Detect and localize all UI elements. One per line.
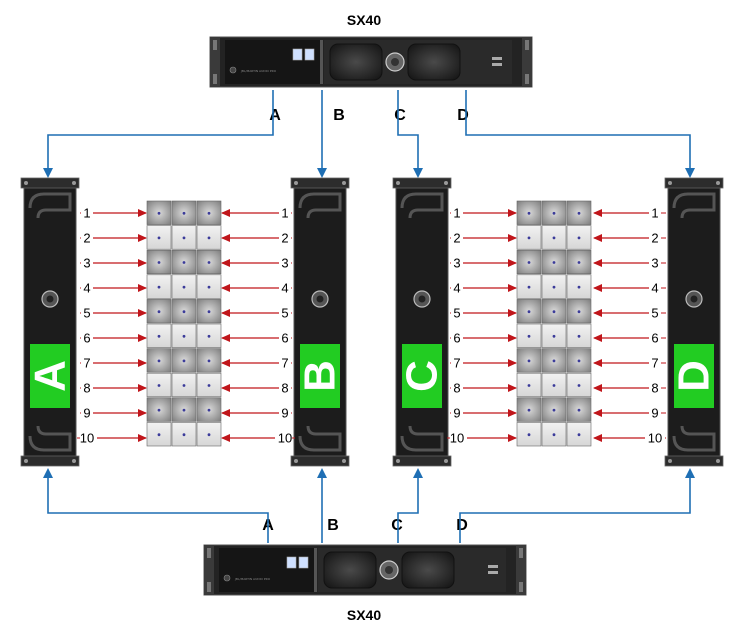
rack-group: A B C D bbox=[20, 177, 724, 467]
amp-top-out-b: B bbox=[333, 107, 345, 124]
channel-label: 7 bbox=[453, 356, 460, 371]
amp-top-title: SX40 bbox=[347, 12, 381, 28]
channel-label: 10 bbox=[278, 431, 292, 446]
channel-lane-c: 1 2 3 4 5 6 7 8 9 10 bbox=[447, 206, 517, 446]
rack-b-label: B bbox=[296, 360, 345, 392]
amp-bottom-brand: JBL/MARTIN AUDIO PRO bbox=[234, 577, 271, 581]
channel-label: 10 bbox=[450, 431, 464, 446]
channel-label: 10 bbox=[80, 431, 94, 446]
channel-label: 2 bbox=[83, 231, 90, 246]
rack-a-label-panel bbox=[30, 344, 70, 408]
link-bottom-d bbox=[459, 468, 695, 543]
channel-label: 2 bbox=[281, 231, 288, 246]
amp-bottom-display-icon bbox=[286, 556, 297, 569]
rack-d: D bbox=[664, 177, 724, 467]
channel-label: 4 bbox=[453, 281, 460, 296]
channel-label: 5 bbox=[83, 306, 90, 321]
channel-label: 5 bbox=[281, 306, 288, 321]
channel-label: 4 bbox=[83, 281, 90, 296]
link-top-c bbox=[397, 90, 423, 178]
rack-b: B bbox=[290, 177, 350, 467]
channel-label: 9 bbox=[83, 406, 90, 421]
rack-d-label-panel bbox=[674, 344, 714, 408]
link-bottom-a bbox=[43, 468, 269, 543]
rack-d-label: D bbox=[670, 360, 719, 392]
channel-label: 9 bbox=[281, 406, 288, 421]
channel-label: 6 bbox=[651, 331, 658, 346]
rack-a-label: A bbox=[26, 360, 75, 392]
channel-label: 6 bbox=[281, 331, 288, 346]
link-top-d bbox=[465, 90, 695, 178]
rack-c-label: C bbox=[398, 360, 447, 392]
channel-label: 7 bbox=[651, 356, 658, 371]
rack-c-label-panel bbox=[402, 344, 442, 408]
channel-label: 3 bbox=[83, 256, 90, 271]
channel-lane-a: 1 2 3 4 5 6 7 8 9 10 bbox=[77, 206, 147, 446]
amp-top-out-c: C bbox=[394, 107, 406, 124]
channel-label: 1 bbox=[453, 206, 460, 221]
amp-top-display-icon bbox=[292, 48, 303, 61]
amp-bottom-out-d: D bbox=[456, 517, 468, 534]
channel-label: 2 bbox=[453, 231, 460, 246]
channel-label: 1 bbox=[83, 206, 90, 221]
amp-bottom-title: SX40 bbox=[347, 607, 381, 623]
channel-label: 4 bbox=[651, 281, 658, 296]
channel-label: 2 bbox=[651, 231, 658, 246]
channel-label: 3 bbox=[453, 256, 460, 271]
channel-label: 8 bbox=[453, 381, 460, 396]
amp-bottom-out-b: B bbox=[327, 517, 339, 534]
channel-label: 5 bbox=[453, 306, 460, 321]
channel-label: 1 bbox=[281, 206, 288, 221]
channel-label: 1 bbox=[651, 206, 658, 221]
channel-label: 7 bbox=[281, 356, 288, 371]
rack-c: C bbox=[392, 177, 452, 467]
channel-label: 8 bbox=[83, 381, 90, 396]
channel-label: 6 bbox=[83, 331, 90, 346]
amp-bottom: JBL/MARTIN AUDIO PRO bbox=[203, 544, 527, 596]
cell-grid-left bbox=[146, 200, 222, 447]
link-bottom-c bbox=[397, 468, 423, 543]
channel-label: 3 bbox=[281, 256, 288, 271]
channel-label: 7 bbox=[83, 356, 90, 371]
amp-top: JBL/MARTIN AUDIO PRO bbox=[209, 36, 533, 88]
channel-label: 10 bbox=[648, 431, 662, 446]
channel-label: 5 bbox=[651, 306, 658, 321]
channel-label: 4 bbox=[281, 281, 288, 296]
amp-top-out-a: A bbox=[269, 107, 281, 124]
channel-label: 3 bbox=[651, 256, 658, 271]
channel-label: 6 bbox=[453, 331, 460, 346]
amp-top-out-d: D bbox=[457, 107, 469, 124]
link-top-a bbox=[43, 90, 274, 178]
channel-lane-b: 1 2 3 4 5 6 7 8 9 10 bbox=[221, 206, 295, 446]
channel-label: 8 bbox=[281, 381, 288, 396]
rack-a: A bbox=[20, 177, 80, 467]
channel-label: 9 bbox=[453, 406, 460, 421]
channel-label: 8 bbox=[651, 381, 658, 396]
cell-grid-right bbox=[516, 200, 592, 447]
channel-lines: 1 2 3 4 5 6 7 8 9 10 1 2 3 4 5 6 7 8 9 10 1 2 3 4 5 6 7 8 9 10 1 2 3 4 5 6 7… bbox=[77, 206, 666, 446]
cell-grids bbox=[146, 200, 592, 447]
rack-b-label-panel bbox=[300, 344, 340, 408]
channel-lane-d: 1 2 3 4 5 6 7 8 9 10 bbox=[593, 206, 666, 446]
amp-top-brand: JBL/MARTIN AUDIO PRO bbox=[240, 69, 277, 73]
channel-label: 9 bbox=[651, 406, 658, 421]
